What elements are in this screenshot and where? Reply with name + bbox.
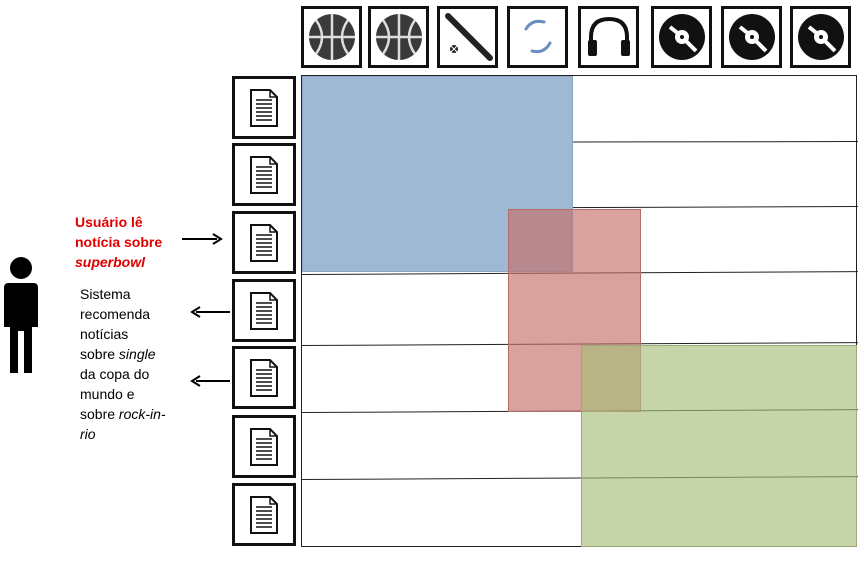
system-action-line: notícias [80, 326, 129, 342]
top-icon-box-vinyl-3 [790, 6, 851, 68]
arrow-left-icon [190, 375, 230, 387]
user-action-line: Usuário lê [75, 214, 143, 230]
baseball-bat-icon [444, 13, 493, 61]
system-action-line: Sistema [80, 286, 131, 302]
arrow-right-icon [182, 233, 223, 245]
top-icon-box-football [507, 6, 568, 68]
vinyl-record-icon [658, 14, 705, 60]
user-action-line: notícia sobre [75, 234, 163, 250]
document-icon [250, 358, 278, 397]
music-cluster-region [581, 345, 857, 547]
document-topic-grid [301, 75, 859, 547]
document-box-2 [232, 143, 296, 206]
top-icon-box-headphones [578, 6, 639, 68]
system-action-line: da copa do [80, 366, 150, 382]
system-action-text: Sistema recomenda notícias sobre single … [80, 284, 190, 444]
document-box-5 [232, 346, 296, 409]
vinyl-record-icon [797, 14, 844, 60]
system-action-line: sobre rock-in- [80, 404, 190, 424]
document-icon [250, 223, 278, 262]
document-box-1 [232, 76, 296, 139]
user-action-line: superbowl [75, 254, 146, 270]
top-icon-box-basketball-2 [368, 6, 429, 68]
document-icon [250, 291, 278, 330]
user-action-text: Usuário lê notícia sobre superbowl [75, 212, 205, 272]
document-icon [250, 427, 278, 466]
document-box-6 [232, 415, 296, 478]
top-icon-box-vinyl-2 [721, 6, 782, 68]
top-icon-box-vinyl-1 [651, 6, 712, 68]
system-action-line: sobre single [80, 344, 190, 364]
document-box-4 [232, 279, 296, 342]
top-icon-box-basketball-1 [301, 6, 362, 68]
system-action-fragment: sobre [80, 406, 119, 422]
basketball-icon [375, 14, 422, 60]
arrow-left-icon [190, 306, 230, 318]
document-icon [250, 495, 278, 534]
system-action-italic: rock-in- [118, 406, 166, 422]
top-icon-box-baseball [437, 6, 498, 68]
system-action-italic: single [118, 346, 156, 362]
system-action-fragment: sobre [80, 346, 119, 362]
document-box-3 [232, 211, 296, 274]
user-person-icon [4, 257, 38, 373]
system-action-line: mundo e [80, 386, 135, 402]
headphones-icon [587, 16, 630, 56]
document-icon [250, 155, 278, 194]
basketball-icon [308, 14, 355, 60]
system-action-line: recomenda [80, 306, 151, 322]
vinyl-record-icon [728, 14, 775, 60]
football-icon [524, 19, 551, 54]
document-box-7 [232, 483, 296, 546]
system-action-line: rio [80, 426, 96, 442]
document-icon [250, 88, 278, 127]
